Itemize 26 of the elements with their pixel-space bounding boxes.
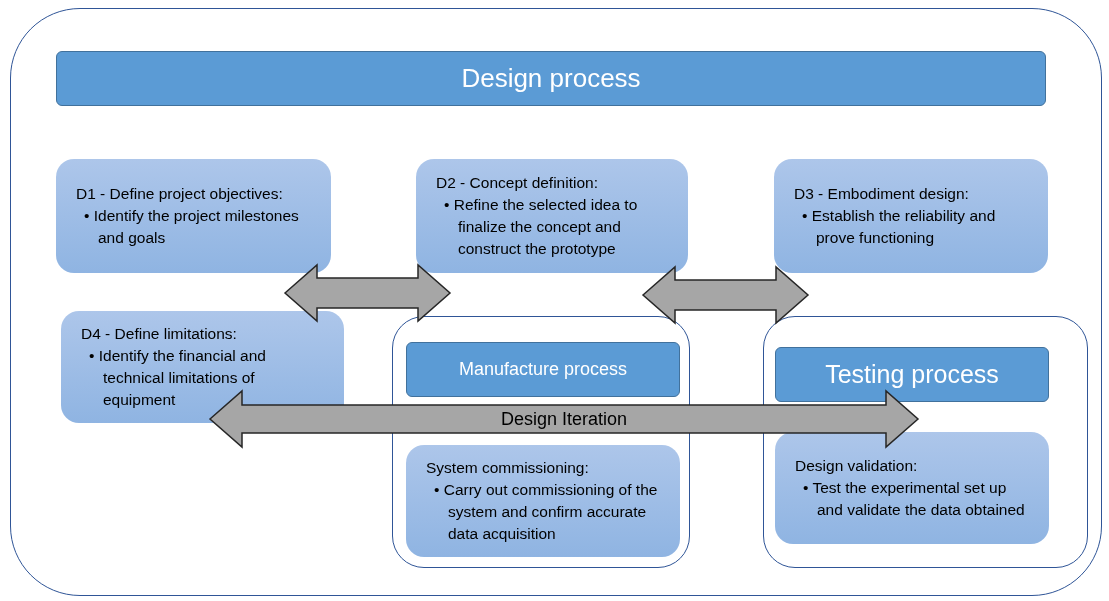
double-block-arrow [208, 389, 920, 449]
double-block-arrow [283, 263, 452, 323]
bullet-text: • Identify the project milestones and goals [83, 206, 300, 248]
step-card [774, 159, 1048, 273]
bullet-text: • Identify the financial and technical limitations of equipment [88, 346, 267, 410]
header-bar: Design process [56, 51, 1046, 106]
card-heading: D3 - Embodiment design: [794, 184, 970, 204]
card-heading: System commissioning: [426, 458, 590, 478]
card-heading: Design validation: [795, 456, 919, 476]
container-frame [10, 8, 1102, 596]
header-bar: Manufacture process [406, 342, 680, 397]
step-card [416, 159, 688, 273]
header-bar: Testing process [775, 347, 1049, 402]
bullet-text: • Establish the reliability and prove functioning [801, 206, 997, 248]
card-heading: D1 - Define project objectives: [76, 184, 284, 204]
step-card [61, 311, 344, 423]
step-card [56, 159, 331, 273]
step-card [406, 445, 680, 557]
step-card [775, 432, 1049, 544]
card-heading: D4 - Define limitations: [81, 324, 238, 344]
bullet-text: • Test the experimental set up and validate the data obtained [802, 478, 1026, 520]
double-block-arrow [641, 265, 810, 325]
bullet-text: • Carry out commissioning of the system and confirm accurate data acquisition [433, 480, 659, 544]
container-frame [763, 316, 1088, 568]
bullet-text: • Refine the selected idea to finalize the concept and construct the prototype [443, 195, 639, 259]
card-heading: D2 - Concept definition: [436, 173, 599, 193]
